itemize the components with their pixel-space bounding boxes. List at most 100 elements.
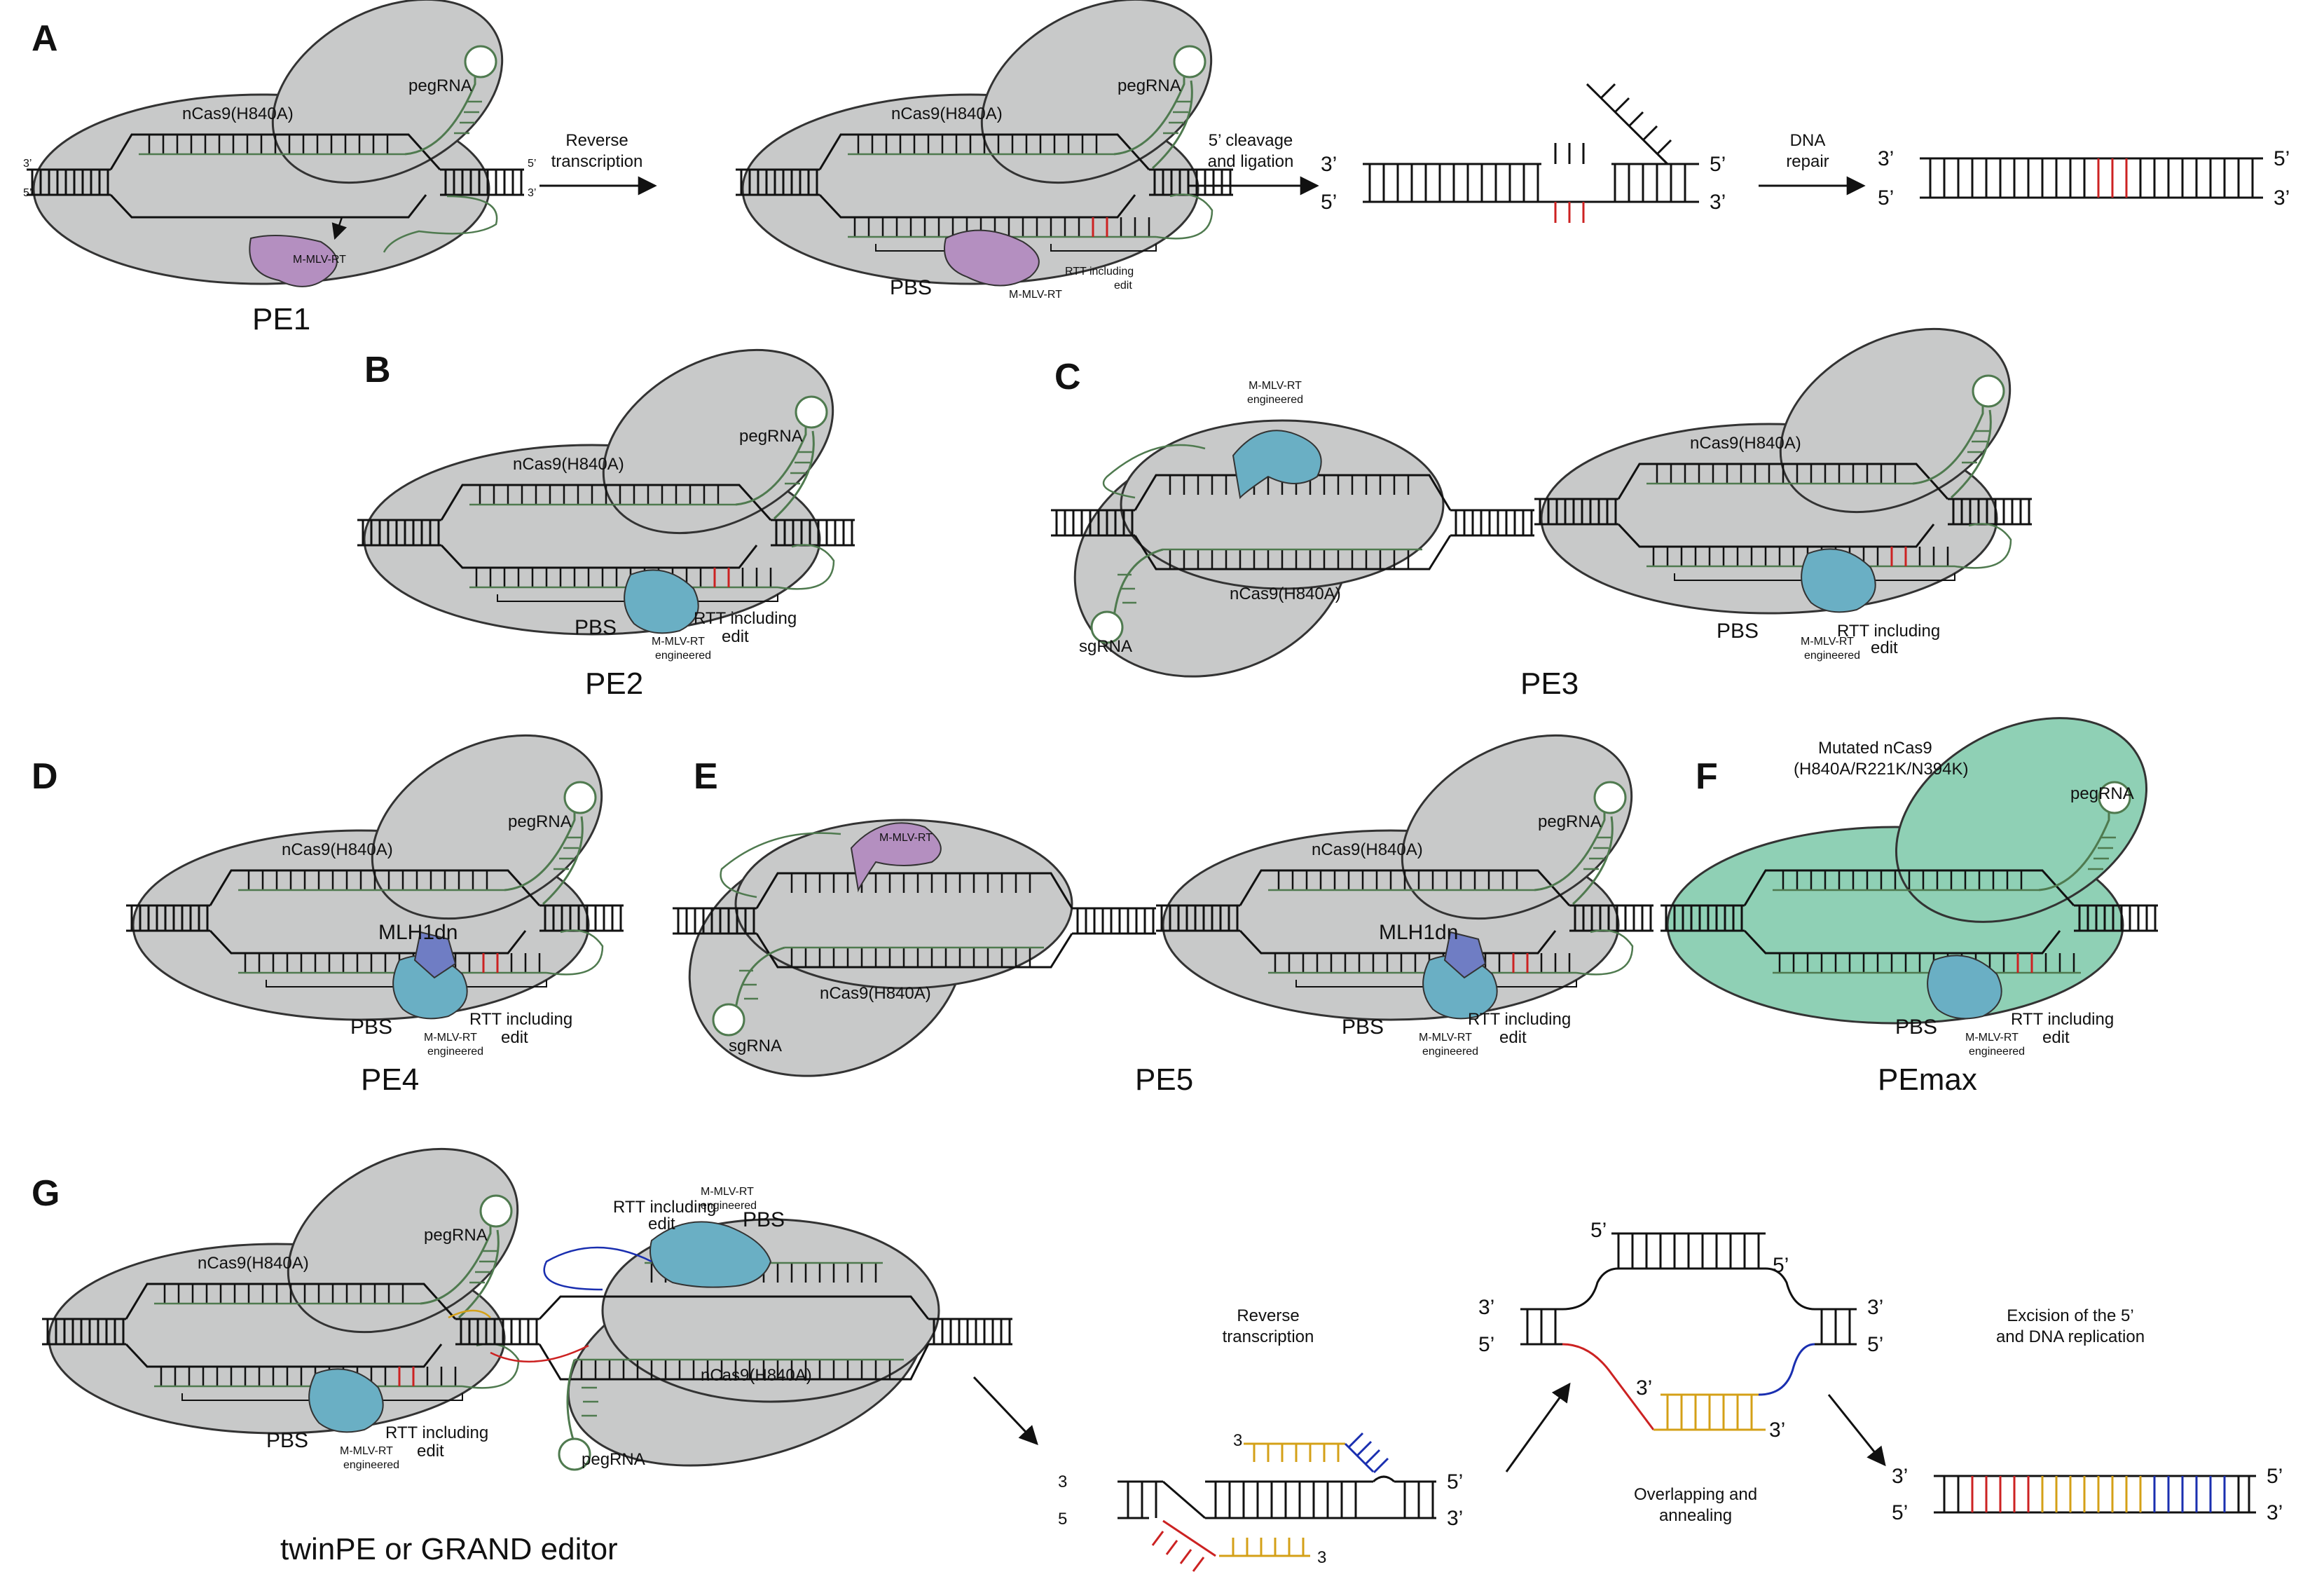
panel-label-a: A: [32, 18, 58, 59]
twin-flaps-intermediate: 3 3 3 5 5’ 3’: [1058, 1431, 1463, 1572]
pegrna-label: pegRNA: [582, 1450, 645, 1469]
ncas9-label: nCas9(H840A): [1312, 840, 1423, 859]
end-3: 3: [1058, 1472, 1067, 1491]
engineered-label: engineered: [655, 650, 711, 662]
pegrna-label: pegRNA: [408, 76, 472, 95]
mlh1dn-label: MLH1dn: [378, 921, 458, 944]
rtt-label: RTT including: [1468, 1010, 1571, 1029]
step-g-rt-line1: Reverse: [1237, 1306, 1299, 1325]
twinpe-left-complex: nCas9(H840A) pegRNA PBS M-MLV-RT enginee…: [42, 1112, 549, 1471]
ncas9-label: nCas9(H840A): [701, 1366, 812, 1385]
pegrna-label: pegRNA: [424, 1226, 488, 1245]
end-5: 5’: [1867, 1333, 1883, 1356]
end-5: 5: [1058, 1510, 1067, 1529]
end-5: 5’: [1710, 153, 1726, 176]
end-5: 5’: [1478, 1333, 1494, 1356]
editor-name-pe4: PE4: [361, 1062, 419, 1097]
mlh1dn-label: MLH1dn: [1379, 921, 1458, 944]
end-5: 5’: [2274, 147, 2290, 170]
arrow-to-annealing: [1505, 1382, 1571, 1472]
mmlv-rt-label: M-MLV-RT: [1009, 289, 1062, 301]
end-3: 3: [1317, 1548, 1326, 1567]
pegrna-label: pegRNA: [1538, 812, 1602, 831]
pemax-complex: Mutated nCas9 (H840A/R221K/N394K) pegRNA…: [1659, 717, 2159, 1058]
pbs-label: PBS: [266, 1429, 308, 1452]
step-excision-line1: Excision of the 5’: [2007, 1306, 2133, 1325]
rtt-edit-label: edit: [501, 1028, 528, 1047]
end-5: 5’: [1773, 1254, 1789, 1277]
mmlv-rt-label: M-MLV-RT: [424, 1032, 477, 1044]
pe2-complex: nCas9(H840A) pegRNA PBS M-MLV-RT enginee…: [357, 313, 865, 662]
ncas9-label: nCas9(H840A): [182, 104, 294, 123]
end-3: 3’: [1478, 1296, 1494, 1319]
end-5: 5’: [1321, 191, 1337, 214]
panel-label-b: B: [364, 350, 391, 390]
step-repair-line1: DNA: [1790, 131, 1826, 150]
final-edited-dna: 3’ 5’ 5’ 3’: [1892, 1465, 2283, 1524]
pe5-pe-complex: MLH1dn nCas9(H840A) pegRNA PBS M-MLV-RT …: [1156, 698, 1663, 1058]
end-3: 3’: [2274, 186, 2290, 210]
ncas9-label: nCas9(H840A): [1690, 434, 1801, 453]
end-3: 3’: [1769, 1419, 1785, 1442]
panel-label-g: G: [32, 1173, 60, 1214]
end-3: 3’: [1878, 147, 1894, 170]
pe5-complex: M-MLV-RT nCas9(H840A) sgRNA: [671, 819, 1157, 1077]
strand-end-3: 3’: [528, 187, 536, 199]
mutated-ncas9-mutations: (H840A/R221K/N394K): [1794, 760, 1968, 779]
sgrna-label: sgRNA: [729, 1037, 782, 1055]
pe3-complex: M-MLV-RT engineered nCas9(H840A) sgRNA: [1050, 380, 1536, 678]
pbs-label: PBS: [1717, 620, 1759, 643]
rtt-label: RTT including: [2011, 1010, 2114, 1029]
pe1-complex: M-MLV-RT 3’ 5’ 5’ 3’ nCas9(H840A) pegRNA: [23, 0, 536, 287]
arrow-to-rt: [972, 1376, 1038, 1445]
mmlv-rt-label: M-MLV-RT: [1801, 636, 1854, 648]
pbs-label: PBS: [1895, 1016, 1937, 1039]
step-overlap-line2: annealing: [1659, 1506, 1732, 1525]
end-3: 3: [1233, 1431, 1242, 1450]
end-5: 5’: [1590, 1219, 1607, 1242]
engineered-label: engineered: [343, 1459, 399, 1471]
rtt-edit-label: edit: [1114, 280, 1132, 292]
engineered-label: engineered: [1804, 650, 1860, 662]
end-3: 3’: [1447, 1507, 1463, 1530]
mmlv-rt-label: M-MLV-RT: [1249, 380, 1302, 392]
engineered-label: engineered: [1247, 394, 1303, 406]
panel-label-e: E: [694, 756, 718, 797]
editor-name-pe3: PE3: [1520, 667, 1579, 701]
end-5: 5’: [1878, 186, 1894, 210]
end-5: 5’: [1447, 1470, 1463, 1493]
rtt-edit-label: edit: [1499, 1028, 1527, 1047]
mmlv-rt-label: M-MLV-RT: [652, 636, 705, 648]
ncas9-label: nCas9(H840A): [513, 455, 624, 474]
rtt-edit-label: edit: [648, 1215, 675, 1233]
sgrna-label: sgRNA: [1079, 637, 1132, 656]
rtt-edit-label: edit: [1871, 638, 1898, 657]
editor-name-pe2: PE2: [585, 667, 643, 701]
step-rt-line2: transcription: [551, 152, 643, 171]
pegrna-label: pegRNA: [508, 812, 572, 831]
strand-end-3: 3’: [23, 158, 32, 170]
rtt-label: RTT including: [385, 1423, 488, 1442]
mmlv-rt-label: M-MLV-RT: [1965, 1032, 2019, 1044]
ncas9-label: nCas9(H840A): [1230, 585, 1341, 603]
arrow-to-excision: [1827, 1394, 1886, 1467]
end-3: 3’: [1636, 1376, 1652, 1400]
rtt-edit-label: edit: [2042, 1028, 2070, 1047]
rtt-label: RTT including: [1065, 266, 1134, 278]
rtt-edit-label: edit: [722, 627, 749, 646]
rtt-label: RTT including: [1837, 622, 1940, 641]
editor-name-twinpe: twinPE or GRAND editor: [280, 1532, 618, 1566]
engineered-label: engineered: [427, 1046, 483, 1058]
pbs-label: PBS: [890, 276, 932, 299]
ncas9-label: nCas9(H840A): [891, 104, 1003, 123]
step-repair-line2: repair: [1786, 152, 1829, 171]
rtt-label: RTT including: [613, 1198, 716, 1217]
editor-name-pe5: PE5: [1135, 1062, 1193, 1097]
mmlv-rt-label: M-MLV-RT: [879, 832, 933, 844]
step-rt-line1: Reverse: [565, 131, 628, 150]
end-3: 3’: [2267, 1501, 2283, 1524]
editor-name-pemax: PEmax: [1878, 1062, 1977, 1097]
ncas9-label: nCas9(H840A): [820, 984, 931, 1003]
pegrna-label: pegRNA: [2070, 784, 2134, 803]
